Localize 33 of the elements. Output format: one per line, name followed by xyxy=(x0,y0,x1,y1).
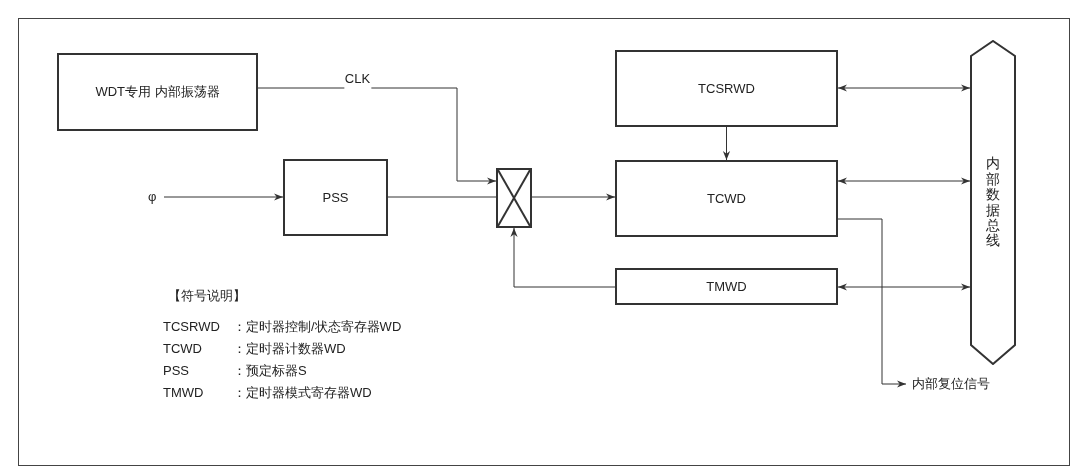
abbreviation-meaning: ：定时器模式寄存器WD xyxy=(233,384,373,402)
connector-arrow xyxy=(837,283,971,291)
abbreviation: PSS xyxy=(163,362,190,380)
block-label: TCWD xyxy=(707,189,746,208)
block-box xyxy=(615,50,838,127)
block-label: PSS xyxy=(322,188,349,207)
connector-arrow xyxy=(163,193,284,201)
connector-arrow xyxy=(510,227,616,288)
bus-label: 内部数据总线 xyxy=(986,156,1000,249)
connector-arrow xyxy=(257,87,497,185)
connector-arrow xyxy=(722,126,731,161)
output-signal-label: 内部复位信号 xyxy=(912,374,1032,394)
connector-arrow xyxy=(837,218,907,388)
block-box xyxy=(57,53,258,131)
block-box xyxy=(615,160,838,237)
abbreviation: TMWD xyxy=(163,384,205,402)
connector-arrow xyxy=(837,84,971,92)
abbreviation-meaning: ：定时器计数器WD xyxy=(233,340,347,358)
input-symbol: φ xyxy=(148,188,164,206)
abbreviation-meaning: ：定时器控制/状态寄存器WD xyxy=(233,318,402,336)
abbreviation: TCWD xyxy=(163,340,203,358)
bus-shape xyxy=(970,40,1016,365)
connector-arrow xyxy=(531,193,616,201)
connector-arrow xyxy=(837,177,971,185)
abbreviation-meaning: ：预定标器S xyxy=(233,362,308,380)
legend-heading: 【符号说明】 xyxy=(168,287,246,305)
block-label: WDT专用 内部振荡器 xyxy=(94,83,221,102)
block-label: TCSRWD xyxy=(698,79,755,98)
switch-box xyxy=(496,168,532,228)
abbreviation: TCSRWD xyxy=(163,318,221,336)
block-box xyxy=(283,159,388,236)
block-box xyxy=(615,268,838,305)
block-label: TMWD xyxy=(706,277,747,296)
